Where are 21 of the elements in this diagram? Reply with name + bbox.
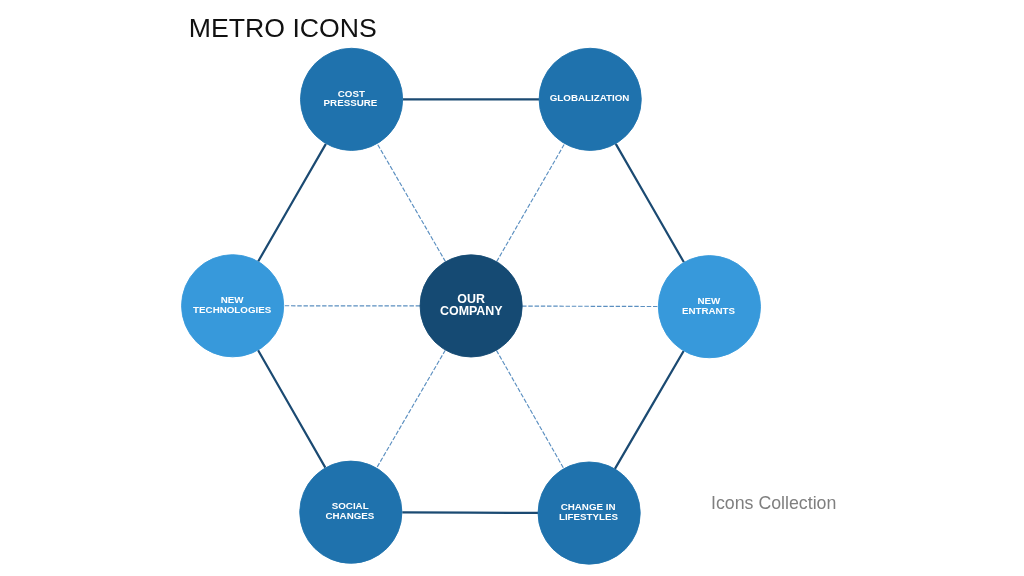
- connector: [256, 349, 326, 469]
- node-circle: OUR COMPANY: [419, 254, 523, 358]
- node-circle: NEW ENTRANTS: [657, 255, 761, 359]
- connector: [521, 305, 659, 308]
- connector: [283, 305, 421, 307]
- connector: [401, 511, 538, 514]
- connector: [376, 143, 446, 263]
- connector: [256, 143, 327, 263]
- node-circle: CHANGE IN LIFESTYLES: [537, 461, 641, 565]
- node-circle: NEW TECHNOLOGIES: [180, 254, 284, 358]
- node-circle: GLOBALIZATION: [538, 47, 642, 151]
- node-circle: SOCIAL CHANGES: [298, 460, 402, 564]
- connector: [495, 143, 565, 263]
- diagram-title: METRO ICONS: [188, 12, 377, 43]
- connector: [375, 349, 446, 469]
- label: Icons Collection: [710, 493, 836, 514]
- node-circle: COST PRESSURE: [299, 47, 403, 151]
- connector: [613, 350, 685, 470]
- connector: [402, 98, 539, 101]
- connector: [495, 349, 564, 469]
- connector: [614, 143, 685, 263]
